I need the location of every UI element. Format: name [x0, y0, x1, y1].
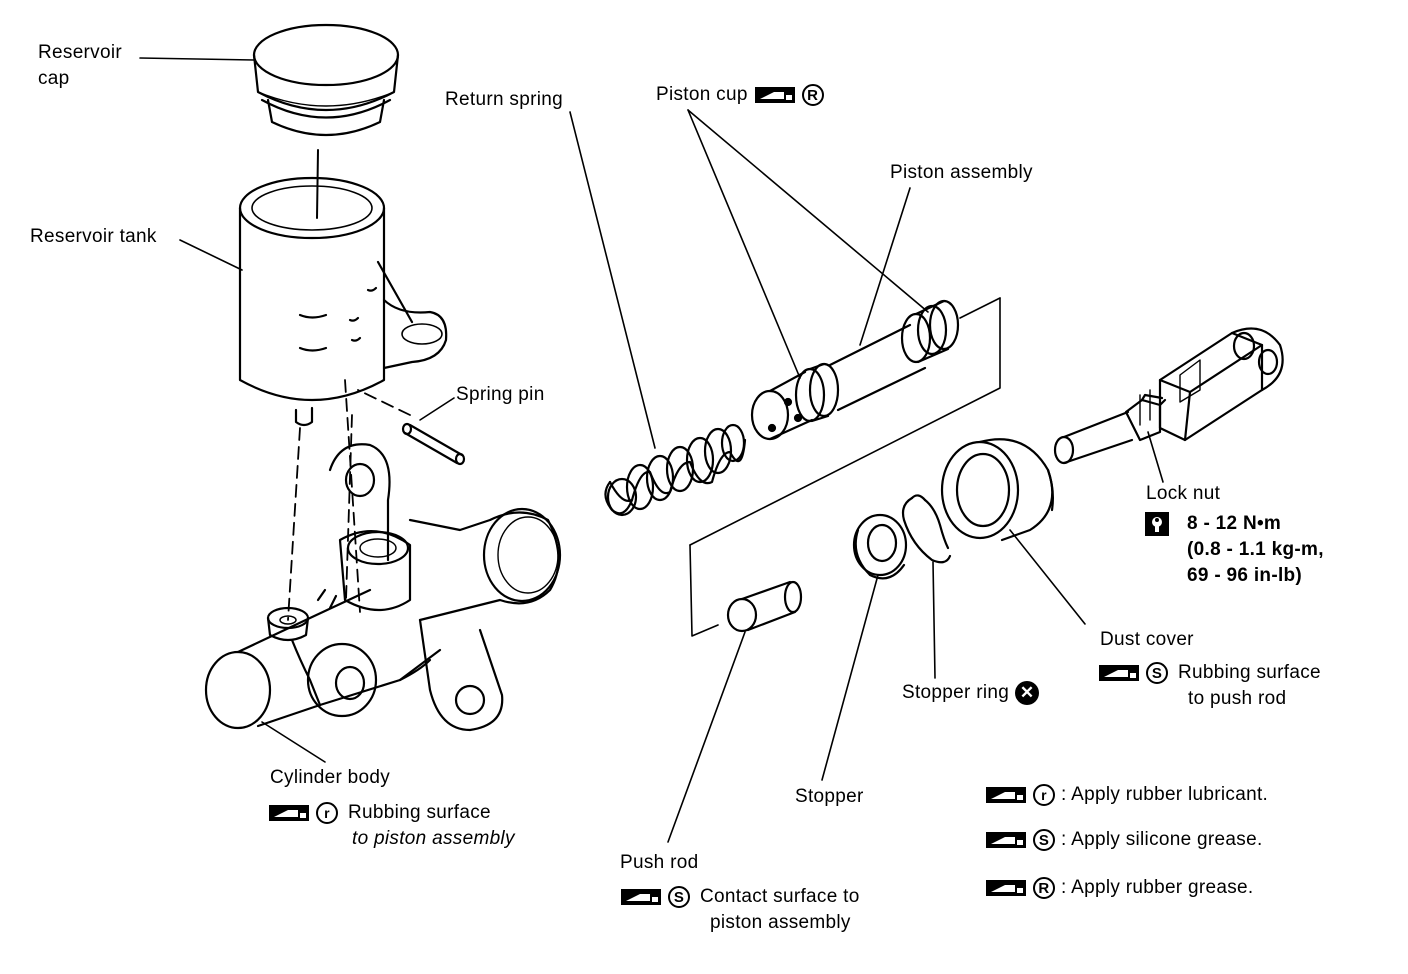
- section-plane: [689, 297, 1001, 637]
- torque-wrench-icon: [1145, 512, 1169, 536]
- silicone-grease-symbol-icon: S: [1146, 662, 1168, 684]
- stopper-ring-label: Stopper ring ✕: [902, 680, 1040, 706]
- spring-pin-drawing: [401, 422, 466, 466]
- push-rod-label: Push rod: [620, 852, 699, 873]
- grease-gun-icon: [986, 832, 1026, 848]
- leader-lines: [139, 57, 1164, 843]
- reservoir-tank-label: Reservoir tank: [30, 226, 157, 247]
- dust-cover-note-line2: to push rod: [1188, 688, 1287, 709]
- legend-row-rubber-lubricant: r : Apply rubber lubricant.: [985, 782, 1268, 808]
- piston-cup-label-text: Piston cup: [656, 84, 748, 105]
- dust-cover-label: Dust cover: [1100, 629, 1194, 650]
- grease-gun-icon: [986, 880, 1026, 896]
- stopper-ring-label-text: Stopper ring: [902, 682, 1010, 703]
- assembly-guide-lines: [287, 379, 411, 621]
- grease-gun-icon: [1099, 665, 1139, 681]
- grease-gun-icon: [269, 805, 309, 821]
- silicone-grease-symbol-icon: S: [1033, 829, 1055, 851]
- stopper-drawing: [852, 513, 908, 580]
- push-rod-note-line2: piston assembly: [710, 912, 851, 933]
- piston-assembly-drawing: [750, 299, 960, 441]
- legend-row-silicone-grease: S : Apply silicone grease.: [985, 827, 1268, 853]
- cylinder-body-note-line2: to piston assembly: [352, 828, 515, 849]
- grease-gun-icon: [621, 889, 661, 905]
- dust-cover-drawing: [940, 438, 1054, 542]
- torque-spec: 8 - 12 N•m (0.8 - 1.1 kg-m, 69 - 96 in-l…: [1145, 511, 1324, 589]
- symbol-legend: r : Apply rubber lubricant. S : Apply si…: [985, 782, 1268, 901]
- stopper-ring-drawing: [901, 494, 952, 564]
- rubber-grease-symbol-icon: R: [801, 84, 824, 106]
- dust-cover-note: S Rubbing surface to push rod: [1098, 660, 1321, 712]
- push-rod-note-line1: Contact surface to: [700, 886, 860, 907]
- dust-cover-note-row: S Rubbing surface: [1098, 660, 1321, 686]
- dust-cover-note-line1: Rubbing surface: [1178, 662, 1321, 683]
- torque-inlb-value: 69 - 96 in-lb): [1187, 565, 1303, 586]
- rubber-lubricant-symbol-icon: r: [316, 802, 338, 824]
- reservoir-cap-label: Reservoir cap: [38, 40, 122, 92]
- cylinder-body-note-row: r Rubbing surface: [268, 800, 515, 826]
- push-rod-note: S Contact surface to piston assembly: [620, 884, 860, 936]
- clevis-drawing: [1053, 327, 1284, 465]
- silicone-grease-symbol-icon: S: [668, 886, 690, 908]
- torque-nm-value: 8 - 12 N•m: [1187, 513, 1282, 534]
- cylinder-body-note-line1: Rubbing surface: [348, 802, 491, 823]
- rubber-grease-symbol-icon: R: [1033, 877, 1055, 899]
- cylinder-body-drawing: [204, 443, 562, 732]
- grease-gun-icon: [754, 87, 795, 103]
- legend-text-rubber-lubricant: : Apply rubber lubricant.: [1061, 784, 1269, 805]
- piston-assembly-label: Piston assembly: [890, 162, 1033, 183]
- stopper-label: Stopper: [795, 786, 864, 807]
- piston-cup-label: Piston cup R: [656, 82, 824, 108]
- return-spring-drawing: [604, 423, 747, 517]
- legend-text-rubber-grease: : Apply rubber grease.: [1061, 877, 1254, 898]
- replace-part-icon: ✕: [1015, 681, 1040, 705]
- spring-pin-label: Spring pin: [456, 384, 545, 405]
- torque-kgm-value: (0.8 - 1.1 kg-m,: [1187, 539, 1324, 560]
- push-rod-drawing: [726, 580, 803, 633]
- lock-nut-label: Lock nut: [1146, 483, 1221, 504]
- push-rod-note-row: S Contact surface to: [620, 884, 860, 910]
- legend-text-silicone-grease: : Apply silicone grease.: [1061, 829, 1263, 850]
- grease-gun-icon: [986, 787, 1026, 803]
- return-spring-label: Return spring: [445, 89, 563, 110]
- cylinder-body-label: Cylinder body: [270, 767, 391, 788]
- reservoir-tank-drawing: [238, 176, 448, 427]
- reservoir-cap-label-line2: cap: [38, 68, 70, 89]
- rubber-lubricant-symbol-icon: r: [1033, 784, 1055, 806]
- torque-spec-row1: 8 - 12 N•m: [1145, 511, 1324, 537]
- cylinder-body-note: r Rubbing surface to piston assembly: [268, 800, 515, 852]
- legend-row-rubber-grease: R : Apply rubber grease.: [985, 875, 1268, 901]
- reservoir-cap-label-line1: Reservoir: [38, 42, 122, 63]
- reservoir-cap-drawing: [252, 23, 400, 136]
